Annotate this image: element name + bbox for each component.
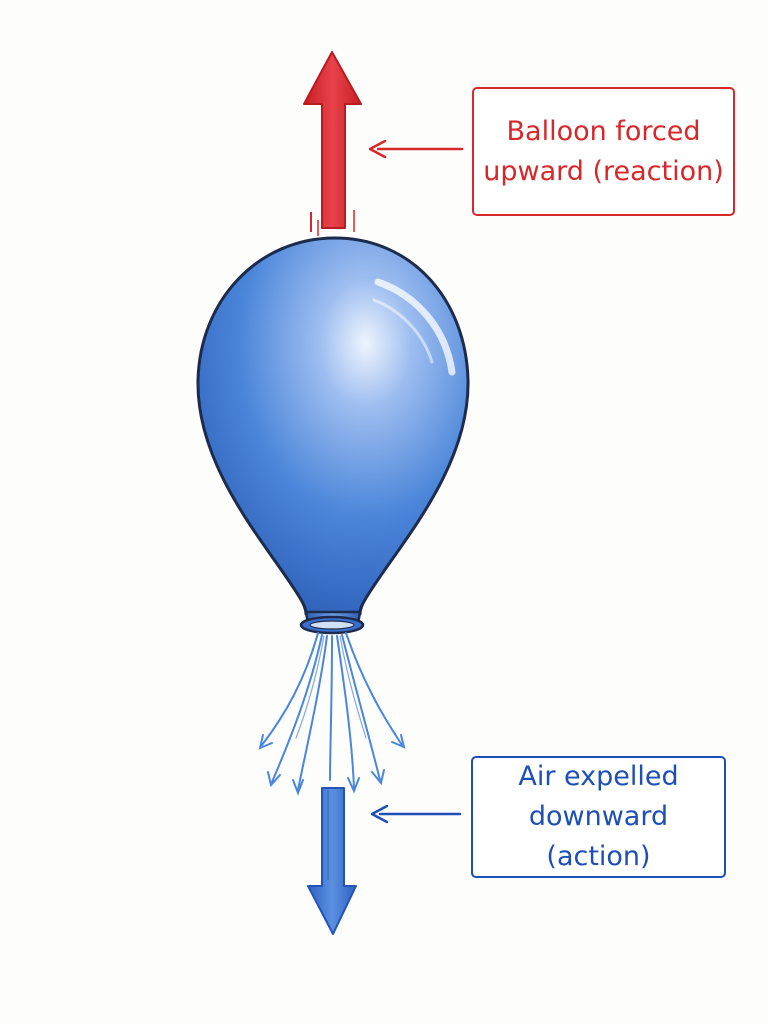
action-label-box: Air expelled downward (action) — [471, 756, 726, 878]
action-label-line2: downward (action) — [528, 801, 669, 872]
reaction-label-box: Balloon forced upward (reaction) — [472, 87, 735, 216]
action-arrow — [307, 787, 357, 935]
action-label-line1: Air expelled — [518, 761, 679, 792]
balloon — [196, 236, 470, 635]
reaction-label-line2: upward (reaction) — [483, 155, 724, 187]
reaction-pointer-arrow — [368, 139, 464, 159]
action-pointer-arrow — [370, 804, 462, 824]
airflow-streams — [258, 632, 406, 796]
reaction-label-line1: Balloon forced — [506, 115, 701, 147]
reaction-arrow — [303, 51, 362, 236]
